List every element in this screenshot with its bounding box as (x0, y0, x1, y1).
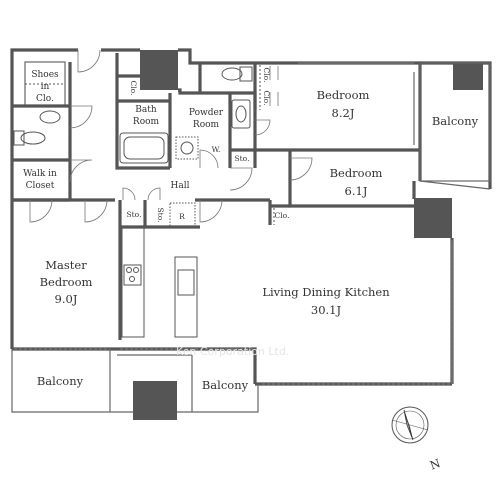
bath-room-label: Room (133, 117, 160, 127)
bedroom-6-1-label: Bedroom (330, 166, 383, 180)
shoes-closet-label: in (41, 82, 50, 92)
walk-in-closet-label: Closet (26, 181, 55, 191)
powder-room-label: Room (193, 120, 220, 130)
balcony-east-label: Balcony (432, 114, 479, 128)
sto-label: Sto. (156, 208, 165, 223)
column (453, 62, 483, 90)
refrigerator-label: R (179, 212, 185, 221)
bedroom-8-2-size: 8.2J (332, 106, 355, 120)
ldk-size: 30.1J (311, 303, 342, 317)
north-label: N (428, 456, 442, 473)
bedroom-6-1-size: 6.1J (345, 184, 368, 198)
bedroom-8-2-label: Bedroom (317, 88, 370, 102)
fixtures (13, 65, 275, 338)
bath-room-label: Bath (135, 105, 157, 115)
clo-label: Clo. (262, 68, 271, 83)
room-labels: Shoes in Clo. Walk in Closet Bath Room P… (23, 70, 478, 392)
walk-in-closet-label: Walk in (23, 169, 57, 179)
washer-label: W. (212, 145, 221, 154)
sink (231, 99, 251, 129)
master-bedroom-size: 9.0J (55, 292, 78, 306)
toilet-icon (221, 66, 253, 82)
master-bedroom-label: Master (45, 258, 87, 272)
powder-room-label: Powder (189, 108, 224, 118)
balcony-s-label: Balcony (202, 378, 249, 392)
column (414, 198, 452, 238)
doors (29, 49, 313, 223)
toilet-icon (13, 130, 46, 146)
shoes-closet-label: Clo. (36, 94, 54, 104)
washer-space (175, 136, 199, 160)
column (140, 50, 178, 90)
shoes-closet-label: Shoes (31, 70, 59, 80)
compass-icon (391, 406, 429, 444)
bathtub (119, 132, 169, 164)
ldk-label: Living Dining Kitchen (262, 285, 390, 299)
master-bedroom-label: Bedroom (40, 275, 93, 289)
sto-label: Sto. (127, 210, 142, 219)
column (133, 381, 177, 420)
interior-walls (12, 53, 454, 386)
kitchen-counter (121, 226, 145, 338)
hall-label: Hall (171, 181, 190, 191)
windows (14, 62, 453, 385)
clo-label: Clo. (262, 91, 271, 106)
small-labels: Clo. Clo. Clo. Clo. Sto. Sto. Sto. W. R (127, 68, 290, 223)
sto-label: Sto. (235, 154, 250, 163)
watermark: Ken Corporation Ltd. (176, 345, 289, 358)
balcony-sw-label: Balcony (37, 374, 84, 388)
clo-label: Clo. (275, 211, 290, 220)
clo-label: Clo. (129, 81, 138, 96)
cooktop-icon (123, 264, 142, 286)
kitchen-island (174, 256, 198, 338)
